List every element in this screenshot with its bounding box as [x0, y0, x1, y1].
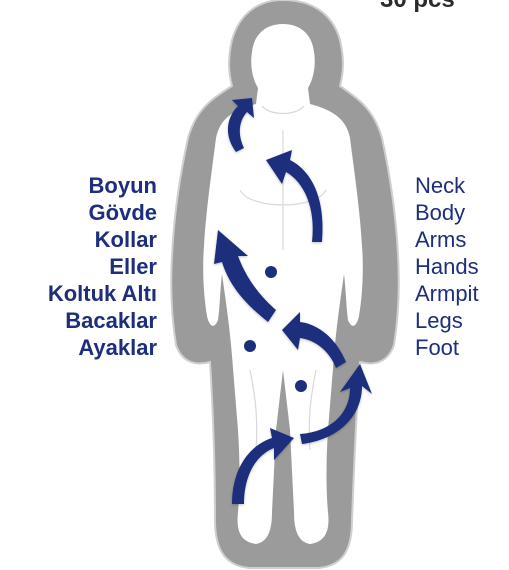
turkish-labels: Boyun Gövde Kollar Eller Koltuk Altı Bac…	[48, 172, 157, 361]
label-en-body: Body	[415, 199, 479, 226]
quantity-label: 30 pcs	[380, 0, 455, 14]
label-tr-arms: Kollar	[48, 226, 157, 253]
label-en-armpit: Armpit	[415, 280, 479, 307]
label-en-hands: Hands	[415, 253, 479, 280]
label-en-neck: Neck	[415, 172, 479, 199]
english-labels: Neck Body Arms Hands Armpit Legs Foot	[415, 172, 479, 361]
dot-icon	[265, 266, 277, 278]
label-tr-foot: Ayaklar	[48, 334, 157, 361]
label-tr-neck: Boyun	[48, 172, 157, 199]
label-en-foot: Foot	[415, 334, 479, 361]
label-tr-body: Gövde	[48, 199, 157, 226]
label-tr-legs: Bacaklar	[48, 307, 157, 334]
dot-icon	[244, 340, 256, 352]
label-en-arms: Arms	[415, 226, 479, 253]
dot-icon	[295, 380, 307, 392]
label-tr-hands: Eller	[48, 253, 157, 280]
label-en-legs: Legs	[415, 307, 479, 334]
label-tr-armpit: Koltuk Altı	[48, 280, 157, 307]
